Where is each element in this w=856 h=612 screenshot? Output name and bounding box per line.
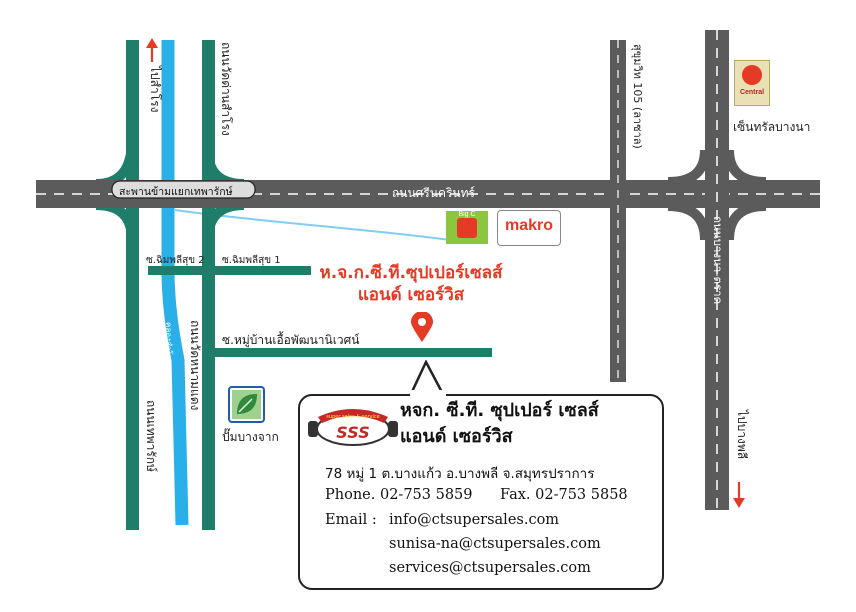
central-logo-icon: Central bbox=[734, 60, 770, 106]
label-to-bangphli: ไปบางพลี bbox=[735, 410, 749, 460]
flyover-pill bbox=[111, 180, 256, 199]
label-soi-chim-1: ซ.ฉิมพลีสุข 1 bbox=[222, 255, 281, 266]
makro-logo-text: makro bbox=[504, 217, 554, 234]
bangna-curve-sw bbox=[667, 201, 710, 241]
sss-company-logo: SSS super sales & service bbox=[308, 409, 398, 446]
label-to-samrong: ไปสำโรง bbox=[148, 66, 162, 113]
soi-village-road bbox=[214, 348, 492, 357]
location-pin-icon bbox=[411, 312, 433, 342]
soi-chim-road bbox=[148, 266, 311, 275]
canal bbox=[161, 40, 189, 526]
arrow-down-icon bbox=[733, 482, 745, 508]
card-title-line2: แอนด์ เซอร์วิส bbox=[400, 426, 513, 447]
label-bangna-trat: ถนนบางนา-ตราด bbox=[711, 216, 725, 305]
sss-logo-banner: super sales & service bbox=[326, 414, 379, 420]
company-phone: Phone. 02-753 5859 bbox=[325, 487, 473, 503]
bangna-curve-nw bbox=[667, 149, 710, 187]
bangna-curve-se bbox=[724, 201, 767, 241]
label-thepharak: ถนนเทพารักษ์ bbox=[144, 400, 158, 472]
label-srinakarin: ถนนศรีนครินทร์ bbox=[392, 186, 475, 200]
sss-logo-text: SSS bbox=[336, 423, 369, 442]
email-sunisa-link[interactable]: sunisa-na@ctsupersales.com bbox=[389, 536, 601, 552]
email-services-link[interactable]: services@ctsupersales.com bbox=[389, 560, 591, 576]
makro-logo: makro bbox=[497, 210, 561, 246]
email-label: Email : bbox=[325, 512, 377, 528]
label-soi-village: ซ.หมู่บ้านเอื้อพัฒนานิเวศน์ bbox=[222, 333, 360, 347]
label-flyover: สะพานข้ามแยกเทพารักษ์ bbox=[119, 186, 233, 198]
label-central: เซ็นทรัลบางนา bbox=[733, 120, 811, 134]
callout-pointer bbox=[408, 360, 446, 397]
central-logo-text: Central bbox=[739, 89, 765, 96]
company-name-line2: แอนด์ เซอร์วิส bbox=[357, 285, 465, 305]
label-gas-station: ปั๊มบางจาก bbox=[222, 430, 279, 444]
bigc-logo-text: Big C bbox=[458, 211, 476, 218]
company-name-line1: ห.จ.ก.ซี.ที.ซุปเปอร์เซลส์ bbox=[319, 263, 503, 283]
label-wat-dan-samrong: ถนนวัดด่านสำโรง bbox=[219, 42, 233, 136]
company-fax: Fax. 02-753 5858 bbox=[500, 487, 628, 503]
label-wat-hua-khae: ถนนวัดหนามแดง bbox=[188, 320, 202, 411]
email-info-link[interactable]: info@ctsupersales.com bbox=[389, 512, 560, 528]
label-canal: คลองสำโรง bbox=[164, 322, 173, 363]
arrow-up-icon bbox=[146, 38, 158, 62]
card-title: หจก. ซี.ที. ซุปเปอร์ เซลส์ แอนด์ เซอร์วิ… bbox=[400, 398, 599, 450]
company-address: 78 หมู่ 1 ต.บางแก้ว อ.บางพลี จ.สมุทรปราก… bbox=[325, 466, 595, 482]
bangna-curve-ne bbox=[724, 149, 767, 187]
wat-dan-samrong-road bbox=[202, 40, 215, 530]
bangchak-logo-icon bbox=[228, 386, 265, 423]
company-name-red: ห.จ.ก.ซี.ที.ซุปเปอร์เซลส์ แอนด์ เซอร์วิส bbox=[280, 262, 542, 306]
thepharak-road bbox=[126, 40, 139, 530]
label-soi-chim-2: ซ.ฉิมพลีสุข 2 bbox=[146, 255, 205, 266]
card-title-line1: หจก. ซี.ที. ซุปเปอร์ เซลส์ bbox=[400, 400, 599, 421]
bigc-logo-icon: Big C bbox=[446, 211, 488, 244]
label-sukhumvit-105: สุขุมวิท 105 (ลาซาล) bbox=[631, 44, 644, 149]
